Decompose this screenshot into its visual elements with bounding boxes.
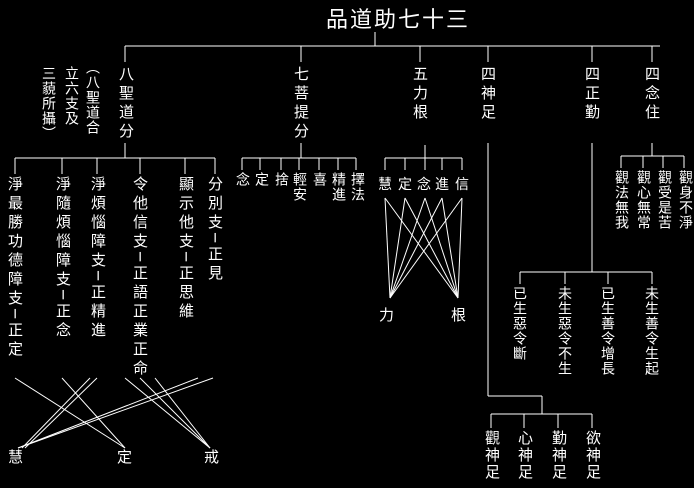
base-2: 勤神足: [550, 430, 568, 481]
effort-4: 已生惡令斷: [511, 286, 527, 361]
power-1: 信: [455, 177, 469, 193]
eightfold-note-2: 立六支及: [63, 66, 79, 126]
mindfulness-1: 觀身不淨: [677, 170, 693, 230]
factor-3: 喜: [311, 172, 327, 187]
eightfold-note-1: （八聖道合: [84, 60, 100, 135]
power-3: 念: [417, 177, 431, 193]
factor-1: 擇法: [349, 172, 365, 202]
factor-4: 輕安: [291, 172, 307, 202]
mindfulness-2: 觀受是苦: [656, 170, 672, 230]
effort-3: 未生惡令不生: [556, 286, 572, 376]
eightfold-member-6: 淨最勝功德障支─正定: [6, 176, 24, 361]
eightfold-member-2: 顯示他支─正思維: [177, 176, 195, 323]
factor-5: 捨: [273, 172, 289, 187]
eightfold-member-1: 分別支─正見: [206, 176, 224, 285]
effort-1: 未生善令生起: [643, 286, 659, 376]
base-3: 心神足: [516, 430, 534, 481]
power-5: 慧: [378, 177, 392, 193]
diagram-title: 三十七助道品: [325, 8, 470, 33]
eightfold-member-5: 淨隨煩惱障支─正念: [54, 176, 72, 342]
base-4: 觀神足: [483, 430, 501, 481]
training-concentration: 定: [117, 448, 133, 466]
effort-2: 已生善令增長: [599, 286, 615, 376]
mindfulness-3: 觀心無常: [635, 170, 651, 230]
eightfold-member-4: 淨煩惱障支─正精進: [89, 176, 107, 342]
eightfold-note-3: 三藐所攝）: [40, 66, 56, 141]
factor-2: 精進: [330, 172, 346, 202]
category-powers: 五力根: [411, 66, 429, 123]
category-factors: 七菩提分: [292, 66, 310, 142]
category-eightfold: 八聖道分: [117, 66, 135, 142]
category-mindfulness: 四念住: [643, 66, 661, 123]
training-wisdom: 慧: [8, 448, 24, 466]
category-bases: 四神足: [479, 66, 497, 123]
base-1: 欲神足: [584, 430, 602, 481]
mindfulness-4: 觀法無我: [613, 170, 629, 230]
power-4: 定: [398, 177, 412, 193]
power-force: 力: [379, 306, 395, 324]
power-2: 進: [435, 177, 449, 193]
training-precepts: 戒: [204, 448, 220, 466]
category-efforts: 四正勤: [583, 66, 601, 123]
power-root: 根: [451, 306, 467, 324]
factor-6: 定: [253, 172, 269, 187]
factor-7: 念: [234, 172, 250, 187]
eightfold-member-3: 令他信支─正語正業正命: [131, 176, 149, 380]
